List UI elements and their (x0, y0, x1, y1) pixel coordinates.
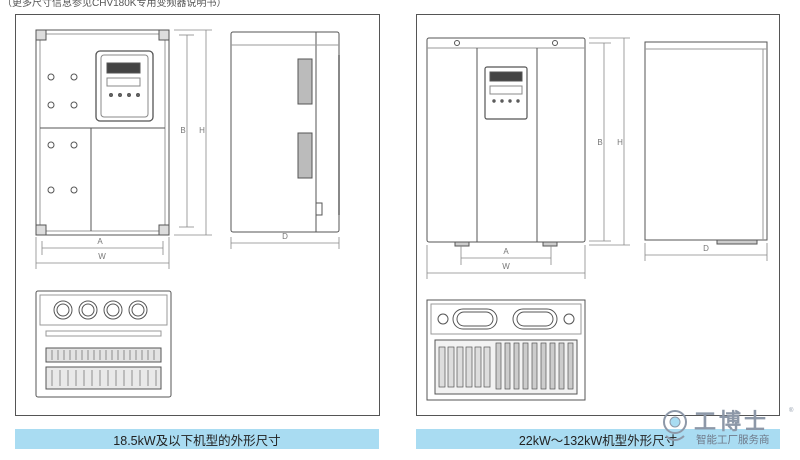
small-front-dimensions (35, 29, 212, 269)
small-bottom-view (35, 290, 172, 398)
small-dim-w: W (98, 252, 106, 261)
large-model-caption: 22kW～132kW机型外形尺寸 (416, 429, 780, 449)
large-front-view (426, 37, 586, 247)
small-bottom-terminals (51, 350, 157, 386)
large-dim-d: D (703, 244, 709, 253)
small-model-caption: 18.5kW及以下机型的外形尺寸 (15, 429, 379, 449)
large-model-dimension-panel: A W B H D (416, 14, 780, 416)
large-dim-a: A (503, 247, 509, 256)
gongboshi-logo-icon (663, 410, 687, 441)
small-dim-d: D (282, 232, 288, 241)
small-dim-h: H (199, 126, 205, 135)
small-model-dimension-panel: A W B H D (15, 14, 380, 416)
large-bottom-terminals (438, 342, 574, 390)
small-model-drawing: A W B H D (35, 29, 340, 398)
watermark-subtitle: 智能工厂服务商 (696, 434, 770, 446)
large-dim-w: W (502, 262, 510, 271)
large-dim-h: H (617, 138, 623, 147)
large-model-drawing: A W B H D (426, 37, 768, 401)
watermark-registered: ® (789, 408, 794, 414)
gongboshi-watermark: 工博士 ® 智能工厂服务商 (658, 406, 798, 454)
small-side-view (230, 31, 340, 233)
small-dim-a: A (97, 237, 103, 246)
large-side-dimensions (644, 243, 768, 261)
small-side-dimensions (230, 237, 340, 249)
small-dim-b: B (180, 126, 185, 135)
watermark-title: 工博士 (694, 409, 770, 434)
header-note: （更多尺寸信息参见CHV180K专用变频器说明书） (2, 0, 227, 9)
large-dim-b: B (597, 138, 602, 147)
large-side-view (644, 41, 768, 245)
large-front-dimensions (426, 37, 630, 279)
small-front-view (35, 29, 170, 236)
